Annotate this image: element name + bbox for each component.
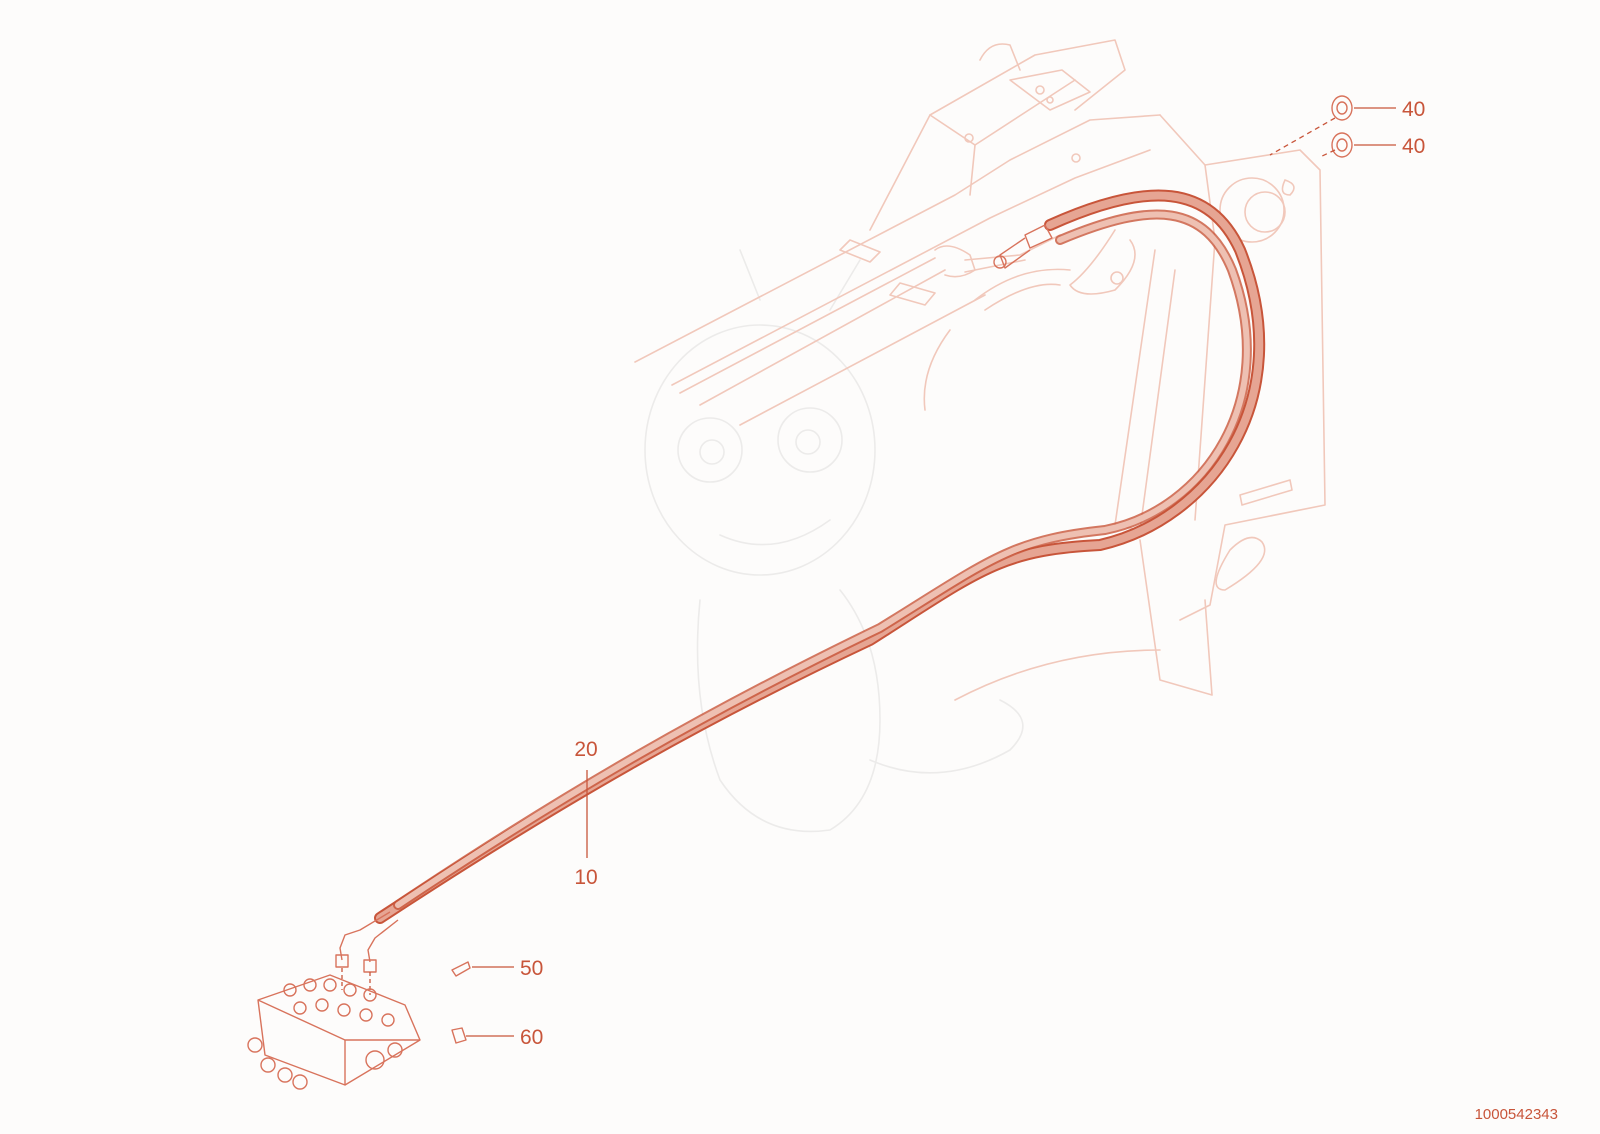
callout-40-label-a: 40: [1402, 98, 1425, 121]
boom-frame: [634, 39, 1326, 701]
document-number: 1000542343: [1475, 1106, 1558, 1123]
clamp-part: [451, 1027, 467, 1044]
callout-60-label: 60: [520, 1026, 543, 1049]
callout-40-label-b: 40: [1402, 135, 1425, 158]
callout-20-label: 20: [574, 738, 597, 761]
hose-assembly: [335, 189, 1266, 995]
control-valve-block: [247, 974, 421, 1090]
plug-part-b: [1269, 117, 1353, 158]
plug-part-a: [1331, 95, 1353, 121]
callout-10-label: 10: [574, 866, 597, 889]
leader-lines: [466, 107, 1396, 1037]
watermark-illustration: [644, 249, 1024, 833]
callout-50-label: 50: [520, 957, 543, 980]
clip-part: [451, 961, 471, 977]
